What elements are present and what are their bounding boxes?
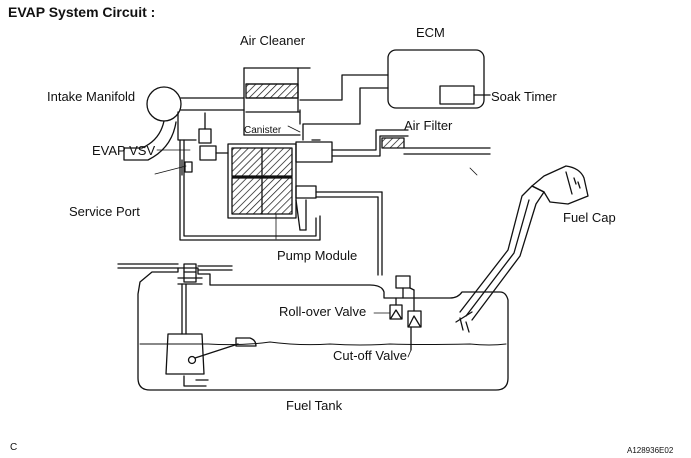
canister-leader [287,125,301,133]
label-air-cleaner: Air Cleaner [240,33,306,48]
fuel-cap [531,165,589,205]
label-fuel-tank: Fuel Tank [286,398,343,413]
label-fuel-cap: Fuel Cap [563,210,616,225]
label-air-filter: Air Filter [404,118,453,133]
label-rollover-valve: Roll-over Valve [279,304,367,319]
ecm-wire-pump [302,87,389,141]
service-port [181,159,193,176]
footer-figure-id: A128936E02 [627,446,674,455]
label-cutoff-valve: Cut-off Valve [333,348,407,363]
ecm-wire-aircleaner [299,74,389,101]
label-evap-vsv: EVAP VSV [92,143,156,158]
fuel-tank [117,263,509,391]
page-title: EVAP System Circuit : [8,4,156,20]
cutoff-valve [407,287,422,351]
cutoff-leader [407,349,412,358]
label-service-port: Service Port [69,204,140,219]
canister [227,143,297,219]
label-canister: Canister [244,125,282,136]
valve-junction [395,275,411,289]
pump-module [295,141,383,231]
label-pump-module: Pump Module [277,248,358,263]
air-cleaner [243,67,311,136]
fuel-pump-sender [165,263,257,387]
evap-vsv [198,112,229,161]
rollover-valve [389,297,403,320]
footer-left-code: C [10,442,18,453]
label-soak-timer: Soak Timer [491,89,557,104]
ecm-box [387,49,491,109]
service-port-leader [154,165,187,175]
air-filter-leader [469,167,478,176]
label-ecm: ECM [416,25,445,40]
air-filter [311,129,491,157]
intake-manifold [123,86,245,161]
label-intake-manifold: Intake Manifold [47,89,136,104]
filler-neck [455,185,545,333]
